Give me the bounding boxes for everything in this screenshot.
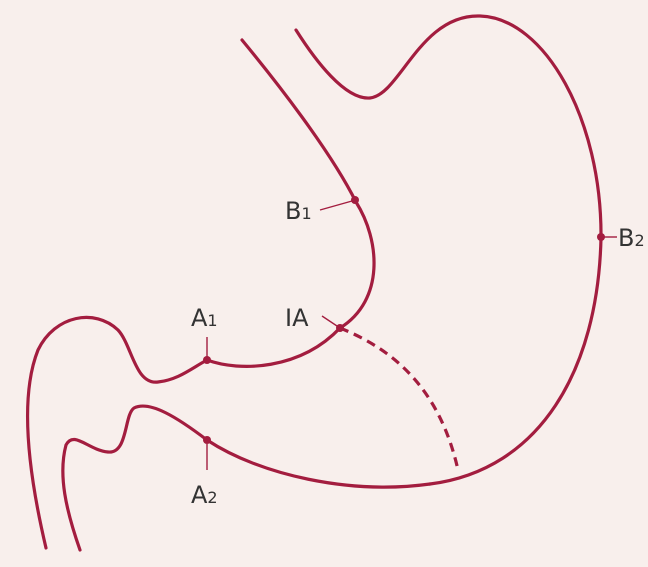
fundus-wall [296, 16, 601, 238]
a2-point [203, 436, 211, 444]
b1-point [351, 196, 359, 204]
a1-label: A1 [191, 304, 218, 332]
b2-label: B2 [618, 224, 645, 252]
b2-point [597, 233, 605, 241]
duodenum-outer-wall [28, 317, 207, 548]
angular-dashed-line [340, 328, 458, 470]
ia-leader [322, 316, 337, 326]
b1-leader [320, 201, 352, 210]
a1-point [203, 356, 211, 364]
lesser-curvature-antrum [207, 328, 340, 366]
greater-curvature-side [430, 238, 601, 484]
lesser-curvature-body [340, 202, 374, 328]
a2-label: A2 [191, 481, 218, 509]
ia-point [336, 324, 344, 332]
b1-label: B1 [285, 197, 312, 225]
ia-label: IA [285, 304, 309, 332]
duodenum-inner-wall [63, 406, 207, 550]
esophagus-left-wall [242, 40, 356, 202]
greater-curvature-lower [207, 440, 430, 487]
